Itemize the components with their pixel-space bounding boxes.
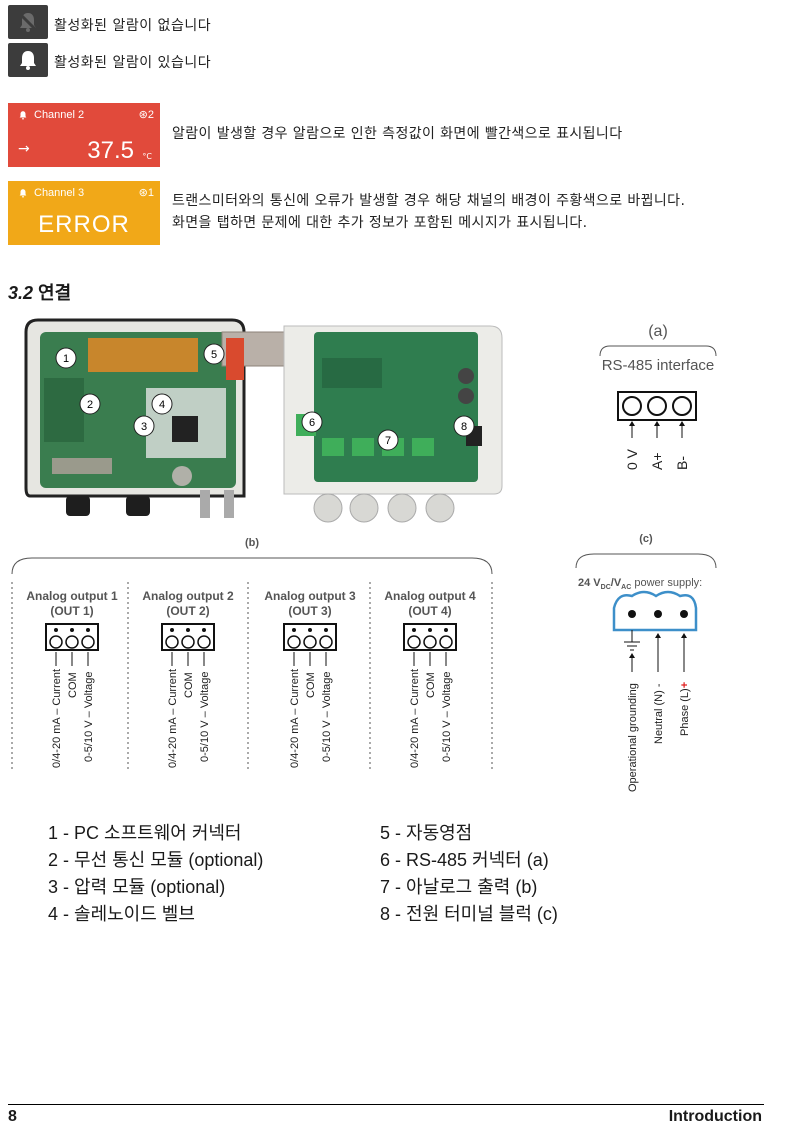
alarm-on-icon-box — [8, 43, 48, 77]
channel-error-card[interactable]: Channel 3 ⊛1 ERROR — [8, 181, 160, 245]
device-photo: 1 2 3 4 5 6 7 8 — [24, 318, 503, 523]
legend-item: 5 - 자동영점 — [380, 823, 473, 843]
legend-item: 4 - 솔레노이드 벨브 — [48, 904, 195, 924]
analog-output-4: Analog output 4 (OUT 4) 0/4-20 mA – Curr… — [384, 589, 476, 768]
page-number: 8 — [8, 1108, 17, 1125]
legend-left: 1 - PC 소프트웨어 커넥터 2 - 무선 통신 모듈 (optional)… — [48, 820, 263, 928]
power-supply-diagram: (c) 24 VDC/VAC power supply: Operational… — [575, 533, 717, 792]
bell-icon — [20, 51, 36, 70]
svg-text:COM: COM — [183, 672, 195, 698]
channel-name: Channel 2 — [34, 109, 85, 121]
svg-text:(OUT 2): (OUT 2) — [166, 604, 209, 618]
trend-arrow-icon: → — [18, 141, 30, 157]
svg-text:Analog output 2: Analog output 2 — [142, 589, 234, 603]
svg-text:0/4-20 mA – Current: 0/4-20 mA – Current — [409, 669, 421, 768]
svg-text:0-5/10 V – Voltage: 0-5/10 V – Voltage — [83, 671, 95, 762]
channel-error-value: ERROR — [38, 211, 130, 238]
channel-value: 37.5 — [87, 137, 134, 164]
analog-output-1: Analog output 1 (OUT 1) 0/4-20 mA – Curr… — [26, 589, 118, 768]
svg-text:2: 2 — [87, 399, 93, 411]
legend-item: 2 - 무선 통신 모듈 (optional) — [48, 850, 264, 870]
legend-item: 6 - RS-485 커넥터 (a) — [380, 850, 549, 870]
legend-item: 7 - 아날로그 출력 (b) — [380, 877, 538, 897]
photo-callout-2: 2 — [79, 393, 101, 415]
bell-icon — [19, 189, 27, 198]
pin-neutral: Neutral (N) - — [653, 683, 665, 744]
channel-header: Channel 3 — [18, 187, 84, 199]
svg-text:COM: COM — [305, 672, 317, 698]
error-description-line1: 트랜스미터와의 통신에 오류가 발생할 경우 해당 채널의 배경이 주황색으로 … — [172, 193, 686, 209]
alarm-description: 알람이 발생할 경우 알람으로 인한 측정값이 화면에 빨간색으로 표시됩니다 — [172, 126, 623, 142]
diagram-b-letter: (b) — [245, 537, 259, 549]
legend-item: 1 - PC 소프트웨어 커넥터 — [48, 823, 242, 843]
pin-grounding: Operational grounding — [627, 683, 639, 792]
svg-text:Analog output 3: Analog output 3 — [264, 589, 356, 603]
section-title: 3.2 연결 — [8, 283, 72, 303]
power-supply-label: 24 VDC/VAC power supply: — [578, 577, 702, 591]
bell-off-icon — [17, 11, 39, 33]
svg-text:7: 7 — [385, 435, 391, 447]
active-alarm-text: 활성화된 알람이 있습니다 — [54, 55, 212, 71]
svg-text:Analog output 1: Analog output 1 — [26, 589, 118, 603]
pin-phase: Phase (L)+ — [679, 682, 691, 736]
svg-text:0-5/10 V – Voltage: 0-5/10 V – Voltage — [199, 671, 211, 762]
svg-text:(OUT 1): (OUT 1) — [50, 604, 93, 618]
svg-text:8: 8 — [461, 421, 467, 433]
rs485-pin-b: B- — [674, 456, 690, 470]
svg-text:3: 3 — [141, 421, 147, 433]
channel-alarm-card[interactable]: Channel 2 ⊛2 → 37.5 °C — [8, 103, 160, 167]
photo-callout-8: 8 — [453, 415, 475, 437]
footer-section: Introduction — [668, 1108, 762, 1125]
rs485-pin-a: A+ — [649, 452, 665, 470]
channel-header: Channel 2 — [18, 109, 84, 121]
svg-text:0/4-20 mA – Current: 0/4-20 mA – Current — [167, 669, 179, 768]
photo-callout-5: 5 — [203, 343, 225, 365]
legend-right: 5 - 자동영점 6 - RS-485 커넥터 (a) 7 - 아날로그 출력 … — [380, 820, 558, 928]
legend-item: 8 - 전원 터미널 블럭 (c) — [380, 904, 558, 924]
channel-name: Channel 3 — [34, 187, 85, 199]
svg-text:COM: COM — [67, 672, 79, 698]
svg-text:5: 5 — [211, 349, 217, 361]
svg-text:0/4-20 mA – Current: 0/4-20 mA – Current — [289, 669, 301, 768]
svg-text:0-5/10 V – Voltage: 0-5/10 V – Voltage — [321, 671, 333, 762]
svg-text:1: 1 — [63, 353, 69, 365]
photo-callout-3: 3 — [133, 415, 155, 437]
svg-text:(OUT 3): (OUT 3) — [288, 604, 331, 618]
rs485-title: RS-485 interface — [602, 357, 715, 374]
error-description-line2: 화면을 탭하면 문제에 대한 추가 정보가 포함된 메시지가 표시됩니다. — [172, 215, 588, 231]
alarm-count-badge: ⊛2 — [138, 109, 154, 121]
svg-text:(OUT 4): (OUT 4) — [408, 604, 451, 618]
analog-outputs-diagram: (b) Analog output 1 (OUT 1) 0/4-20 mA – … — [11, 537, 493, 772]
photo-callout-1: 1 — [55, 347, 77, 369]
legend-item: 3 - 압력 모듈 (optional) — [48, 877, 226, 897]
photo-callout-4: 4 — [151, 393, 173, 415]
svg-text:Analog output 4: Analog output 4 — [384, 589, 476, 603]
diagram-c-letter: (c) — [639, 533, 653, 545]
photo-callout-6: 6 — [301, 411, 323, 433]
analog-output-2: Analog output 2 (OUT 2) 0/4-20 mA – Curr… — [142, 589, 234, 768]
analog-output-3: Analog output 3 (OUT 3) 0/4-20 mA – Curr… — [264, 589, 356, 768]
svg-text:4: 4 — [159, 399, 165, 411]
bell-icon — [19, 111, 27, 120]
svg-text:0/4-20 mA – Current: 0/4-20 mA – Current — [51, 669, 63, 768]
svg-text:COM: COM — [425, 672, 437, 698]
svg-text:0-5/10 V – Voltage: 0-5/10 V – Voltage — [441, 671, 453, 762]
alarm-count-badge: ⊛1 — [138, 187, 154, 199]
photo-callout-7: 7 — [377, 429, 399, 451]
channel-unit: °C — [142, 152, 152, 161]
svg-text:6: 6 — [309, 417, 315, 429]
diagram-a-letter: (a) — [648, 323, 668, 340]
rs485-pin-0v: 0 V — [624, 448, 640, 470]
footer-rule — [8, 1104, 764, 1105]
rs485-diagram: (a) RS-485 interface 0 V A+ B- — [599, 323, 717, 470]
alarm-off-icon-box — [8, 5, 48, 39]
no-active-alarm-text: 활성화된 알람이 없습니다 — [54, 18, 212, 34]
